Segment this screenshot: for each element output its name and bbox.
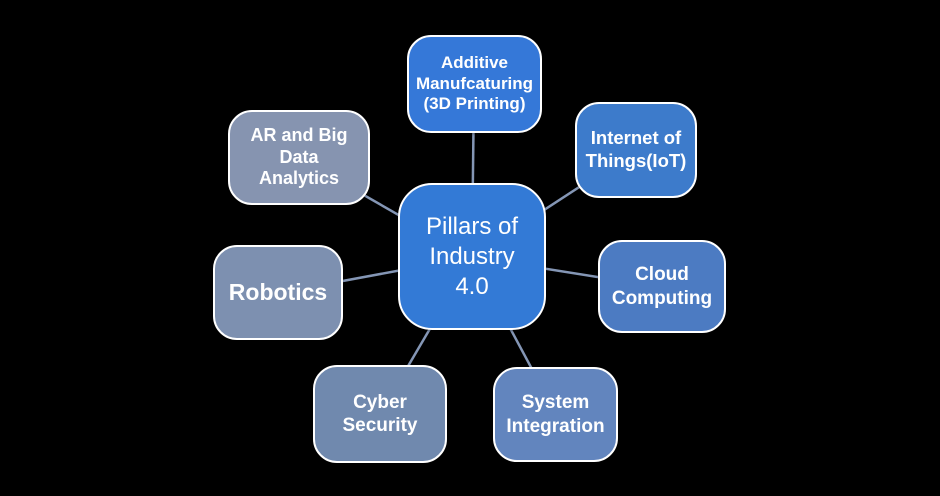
node-cyber-security: Cyber Security: [313, 365, 447, 463]
node-robotics-label: Robotics: [228, 279, 328, 306]
node-system-integration: System Integration: [493, 367, 618, 462]
node-additive-label: Additive Manufcaturing (3D Printing): [415, 52, 534, 114]
node-ar-big-data-analytics: AR and Big Data Analytics: [228, 110, 370, 205]
node-pillars-label: Pillars of Industry 4.0: [425, 212, 519, 300]
node-iot-label: Internet of Things(IoT): [585, 127, 687, 171]
node-ar-label: AR and Big Data Analytics: [250, 124, 348, 189]
node-cyber-label: Cyber Security: [342, 391, 418, 436]
node-internet-of-things: Internet of Things(IoT): [575, 102, 697, 198]
node-robotics: Robotics: [213, 245, 343, 340]
node-cloud-computing: Cloud Computing: [598, 240, 726, 333]
node-cloud-label: Cloud Computing: [611, 264, 713, 309]
node-additive-manufacturing: Additive Manufcaturing (3D Printing): [407, 35, 542, 133]
node-pillars-of-industry-4-0: Pillars of Industry 4.0: [398, 183, 546, 330]
node-system-label: System Integration: [506, 392, 605, 437]
